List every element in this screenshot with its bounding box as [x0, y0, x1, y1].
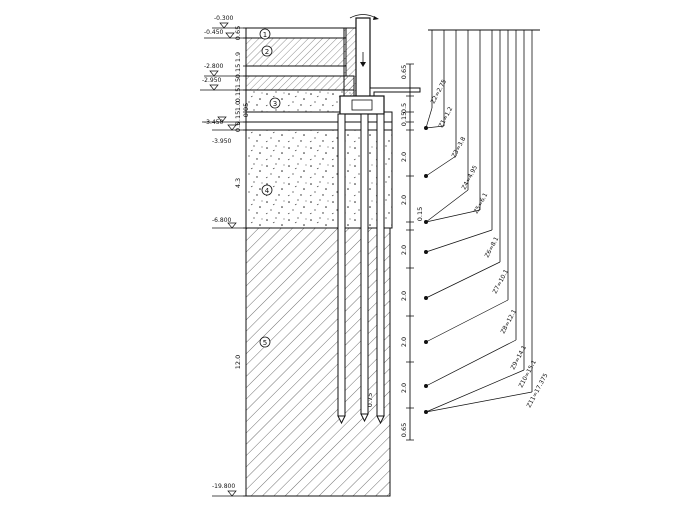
svg-text:-0.300: -0.300	[214, 15, 234, 22]
svg-text:0.15: 0.15	[416, 207, 424, 221]
layer-number-1: 1	[259, 28, 271, 40]
piles	[337, 113, 385, 425]
svg-text:3: 3	[273, 100, 277, 108]
svg-text:0.5: 0.5	[400, 103, 408, 113]
svg-text:1.5: 1.5	[234, 78, 242, 88]
svg-text:2.0: 2.0	[400, 337, 408, 347]
svg-text:2.0: 2.0	[400, 383, 408, 393]
bearing-label: Z1=1.2	[438, 106, 455, 129]
layer-number-2: 2	[261, 45, 273, 57]
layer-number-3: 3	[269, 97, 281, 109]
floor-slab	[369, 87, 421, 97]
svg-text:-0.450: -0.450	[204, 29, 224, 36]
svg-text:12.0: 12.0	[234, 355, 242, 369]
svg-text:-3.450: -3.450	[204, 119, 224, 126]
level-mark: -3.950	[212, 124, 246, 145]
level-mark: -0.300	[212, 15, 246, 29]
layer-thin-3	[245, 121, 393, 131]
level-mark: -3.450	[202, 116, 246, 126]
pile-segment-dimensions: 0.65 0.5 0.15 2.0 2.0 0.15 2.0 2.0 2.0 2…	[366, 63, 424, 441]
bearing-label: Z9=14.1	[510, 344, 529, 371]
svg-text:0.15: 0.15	[400, 112, 408, 126]
layer-number-4: 4	[261, 184, 273, 196]
svg-text:-2.950: -2.950	[202, 77, 222, 84]
bearing-label: Z7=10.1	[492, 268, 511, 295]
svg-text:0.65: 0.65	[400, 65, 408, 79]
svg-text:1.9: 1.9	[234, 52, 242, 62]
level-mark: -0.450	[204, 29, 246, 39]
svg-text:2: 2	[265, 48, 269, 56]
svg-text:-19.800: -19.800	[212, 483, 235, 490]
svg-text:4.3: 4.3	[234, 178, 242, 188]
layer-clay	[245, 37, 347, 67]
layer-number-5: 5	[259, 336, 271, 348]
pile-cap	[339, 95, 385, 115]
foundation-structure	[339, 14, 421, 115]
layer-thickness-dimensions: 0.65 1.9 0.15 1.5 0.15 1.0 0.15 0.5 4.3 …	[234, 26, 250, 497]
svg-text:0.65: 0.65	[400, 423, 408, 437]
bearing-label: Z8=12.1	[500, 308, 519, 335]
soil-column: 1 2 3 4 5	[245, 27, 393, 497]
svg-text:2.0: 2.0	[400, 152, 408, 162]
svg-text:5: 5	[263, 339, 267, 347]
layer-sandy-loam	[245, 75, 355, 91]
bearing-label: Z10=15.1	[518, 359, 538, 389]
layer-thin-1	[245, 65, 347, 77]
bearing-labels: Z2=2.75 Z1=1.2 Z3=3.8 Z4=4.95 Z5=6.1 Z6=…	[430, 78, 550, 409]
level-mark: -2.800	[204, 63, 246, 77]
svg-text:2.0: 2.0	[400, 245, 408, 255]
svg-text:0.05: 0.05	[242, 103, 250, 117]
elevation-marks: -0.300 -0.450 -2.800 -2.950 -3.450 -3.95…	[200, 15, 246, 497]
bearing-label: Z3=3.8	[451, 136, 468, 159]
svg-text:-2.800: -2.800	[204, 63, 224, 70]
level-mark: -6.800	[212, 217, 246, 229]
svg-text:-3.950: -3.950	[212, 138, 232, 145]
svg-text:0.5: 0.5	[234, 122, 242, 132]
leader-fan	[425, 29, 540, 413]
svg-text:0.15: 0.15	[234, 111, 242, 125]
svg-text:0.65: 0.65	[234, 26, 242, 40]
bearing-label: Z6=8.1	[484, 236, 501, 259]
layer-sand-upper	[245, 89, 355, 113]
svg-text:0.15: 0.15	[234, 88, 242, 102]
bearing-points	[424, 126, 428, 414]
svg-text:1.0: 1.0	[234, 101, 242, 111]
pile-right	[376, 113, 385, 417]
bearing-label: Z5=6.1	[473, 192, 490, 215]
svg-text:0.75: 0.75	[366, 393, 374, 407]
svg-text:1: 1	[263, 31, 267, 39]
svg-text:0.15: 0.15	[234, 64, 242, 78]
level-mark: -19.800	[212, 483, 246, 497]
pile-left	[337, 113, 346, 417]
svg-text:2.0: 2.0	[400, 291, 408, 301]
svg-text:2.0: 2.0	[400, 195, 408, 205]
level-mark: -2.950	[200, 77, 246, 91]
svg-text:-6.800: -6.800	[212, 217, 232, 224]
layer-sand	[245, 129, 393, 229]
bearing-label: Z4=4.95	[461, 164, 480, 191]
svg-text:4: 4	[265, 187, 270, 195]
pile-middle	[360, 113, 369, 415]
